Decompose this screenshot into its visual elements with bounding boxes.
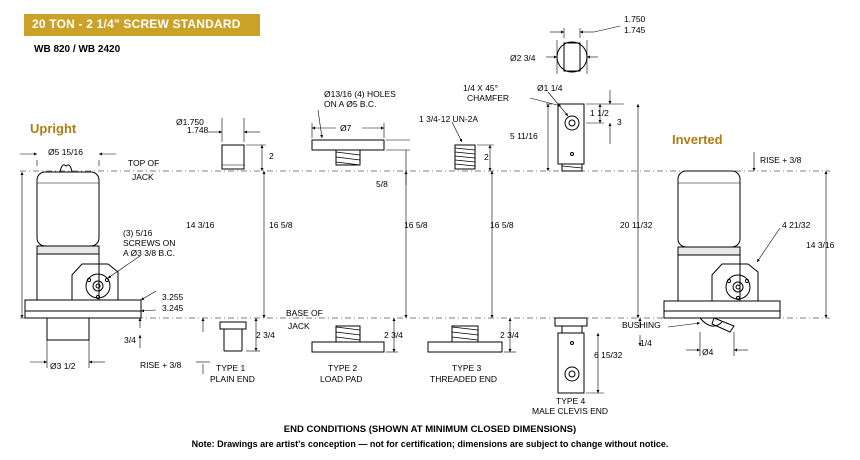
dim-inv-dia: Ø4 <box>702 347 714 357</box>
chamfer-1: 1/4 X 45° <box>463 83 498 93</box>
model-number: WB 820 / WB 2420 <box>34 44 121 55</box>
type3-threaded-end <box>427 144 503 353</box>
dim-plain-2: 2 <box>269 151 274 161</box>
header-bar: 20 TON - 2 1/4" SCREW STANDARD <box>24 14 260 36</box>
dim-clevis-top-a: 1.750 <box>624 14 646 24</box>
base-of-jack-label-2: JACK <box>288 321 310 331</box>
dim-type2-height: 16 5/8 <box>404 220 428 230</box>
type4-label-2: MALE CLEVIS END <box>532 406 608 416</box>
dim-base-dia: Ø3 1/2 <box>50 361 76 371</box>
header-title: 20 TON - 2 1/4" SCREW STANDARD <box>32 17 241 31</box>
dim-pad-234: 2 3/4 <box>384 330 403 340</box>
type1-label-2: PLAIN END <box>210 374 255 384</box>
dim-flange-3245: 3.245 <box>162 303 184 313</box>
dim-type4-height: 20 11/32 <box>620 220 653 230</box>
dim-pad-dia: Ø7 <box>340 123 352 133</box>
dim-plain-234: 2 3/4 <box>256 330 275 340</box>
dim-bushing-14: 1/4 <box>640 338 652 348</box>
dim-thread-2: 2 <box>484 152 489 162</box>
bolt-note-2: SCREWS ON <box>123 238 175 248</box>
dim-thread-234: 2 3/4 <box>500 330 519 340</box>
dim-plain-dia-b: 1.748 <box>187 125 209 135</box>
upright-title: Upright <box>30 121 77 136</box>
dim-type1-height: 16 5/8 <box>269 220 293 230</box>
type1-label-1: TYPE 1 <box>216 363 246 373</box>
inverted-title: Inverted <box>672 132 723 147</box>
pad-holes-2: ON A Ø5 B.C. <box>324 99 376 109</box>
dim-clevis-dia: Ø2 3/4 <box>510 53 536 63</box>
dim-clevis-112: 1 1/2 <box>590 108 609 118</box>
end-conditions-caption: END CONDITIONS (SHOWN AT MINIMUM CLOSED … <box>283 424 577 435</box>
bolt-note-1: (3) 5/16 <box>123 228 153 238</box>
type2-label-2: LOAD PAD <box>320 374 362 384</box>
type1-plain-end <box>219 144 247 352</box>
pad-holes-1: Ø13/16 (4) HOLES <box>324 89 396 99</box>
bolt-note-3: A Ø3 3/8 B.C. <box>123 248 175 258</box>
type2-label-1: TYPE 2 <box>328 363 358 373</box>
dim-rise-inverted: RISE + 3/8 <box>760 155 802 165</box>
chamfer-2: CHAMFER <box>467 93 509 103</box>
dim-clevis-3: 3 <box>617 117 622 127</box>
inverted-jack <box>663 170 781 333</box>
dim-body-dia: Ø5 15/16 <box>48 147 83 157</box>
dim-flange-3-4: 3/4 <box>124 335 136 345</box>
type4-clevis-end <box>554 41 588 394</box>
dim-inv-height: 14 3/16 <box>806 240 835 250</box>
bushing-label: BUSHING <box>622 320 661 330</box>
disclaimer-note: Note: Drawings are artist's conception —… <box>191 439 669 449</box>
type3-label-1: TYPE 3 <box>452 363 482 373</box>
type2-load-pad <box>311 139 385 353</box>
type4-label-1: TYPE 4 <box>556 396 586 406</box>
dim-rise-upright: RISE + 3/8 <box>140 360 182 370</box>
dim-flange-3255: 3.255 <box>162 292 184 302</box>
dim-clevis-top-b: 1.745 <box>624 25 646 35</box>
dim-clevis-615: 6 15/32 <box>594 350 623 360</box>
base-of-jack-label-1: BASE OF <box>286 308 323 318</box>
dim-clevis-511: 5 11/16 <box>510 131 538 141</box>
top-of-jack-label-1: TOP OF <box>128 158 159 168</box>
dim-clevis-pin: Ø1 1/4 <box>537 83 563 93</box>
dim-inv-421: 4 21/32 <box>782 220 811 230</box>
upright-jack <box>24 164 142 341</box>
dim-upright-height: 14 3/16 <box>186 220 215 230</box>
dim-pad-58: 5/8 <box>376 179 388 189</box>
type3-label-2: THREADED END <box>430 374 497 384</box>
top-of-jack-label-2: JACK <box>132 172 154 182</box>
dim-plain-dia-a: Ø1.750 <box>176 117 204 127</box>
dim-type3-height: 16 5/8 <box>490 220 514 230</box>
dim-thread-spec: 1 3/4-12 UN-2A <box>419 114 478 124</box>
